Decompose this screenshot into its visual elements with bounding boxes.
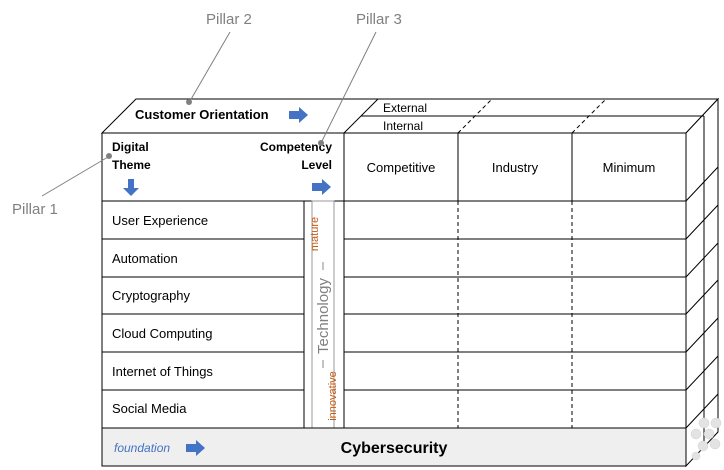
theme-row-label: Internet of Things bbox=[112, 364, 213, 379]
arrow-right-icon bbox=[312, 179, 331, 195]
theme-row-label: Automation bbox=[112, 251, 178, 266]
internal-label: Internal bbox=[383, 119, 423, 133]
dots-icon bbox=[690, 417, 722, 461]
column-header-industry: Industry bbox=[492, 160, 539, 175]
theme-row-label: Cloud Computing bbox=[112, 326, 212, 341]
technology-labels: mature Technology innovative bbox=[309, 217, 339, 421]
competency-level-line1: Competency bbox=[260, 140, 332, 154]
pillar-annotations: Pillar 1 Pillar 2 Pillar 3 bbox=[12, 11, 402, 218]
digital-theme-line1: Digital bbox=[112, 140, 149, 154]
pillar3-label: Pillar 3 bbox=[356, 11, 402, 28]
external-label: External bbox=[383, 101, 427, 115]
arrow-right-icon bbox=[289, 107, 308, 123]
technology-innovative-label: innovative bbox=[327, 371, 339, 421]
front-face bbox=[101, 132, 687, 429]
technology-mature-label: mature bbox=[309, 217, 321, 251]
arrow-down-icon bbox=[123, 179, 139, 196]
theme-row-label: Social Media bbox=[112, 401, 187, 416]
digital-theme-line2: Theme bbox=[112, 158, 151, 172]
column-header-competitive: Competitive bbox=[367, 160, 436, 175]
foundation-title: Cybersecurity bbox=[341, 440, 448, 457]
arrow-right-icon bbox=[186, 440, 205, 456]
column-header-minimum: Minimum bbox=[603, 160, 656, 175]
theme-row-label: User Experience bbox=[112, 213, 208, 228]
foundation-label: foundation bbox=[114, 441, 170, 455]
technology-label: Technology bbox=[315, 278, 332, 354]
pillar2-label: Pillar 2 bbox=[206, 11, 252, 28]
pillar1-label: Pillar 1 bbox=[12, 201, 58, 218]
foundation-bar: foundation Cybersecurity bbox=[101, 427, 687, 467]
digital-theme-header: Digital Theme bbox=[112, 140, 151, 196]
competency-level-header: Competency Level bbox=[260, 140, 332, 195]
theme-list: User Experience Automation Cryptography … bbox=[112, 213, 213, 416]
customer-orientation-label: Customer Orientation bbox=[135, 107, 269, 122]
competency-level-line2: Level bbox=[301, 158, 332, 172]
theme-row-label: Cryptography bbox=[112, 288, 191, 303]
